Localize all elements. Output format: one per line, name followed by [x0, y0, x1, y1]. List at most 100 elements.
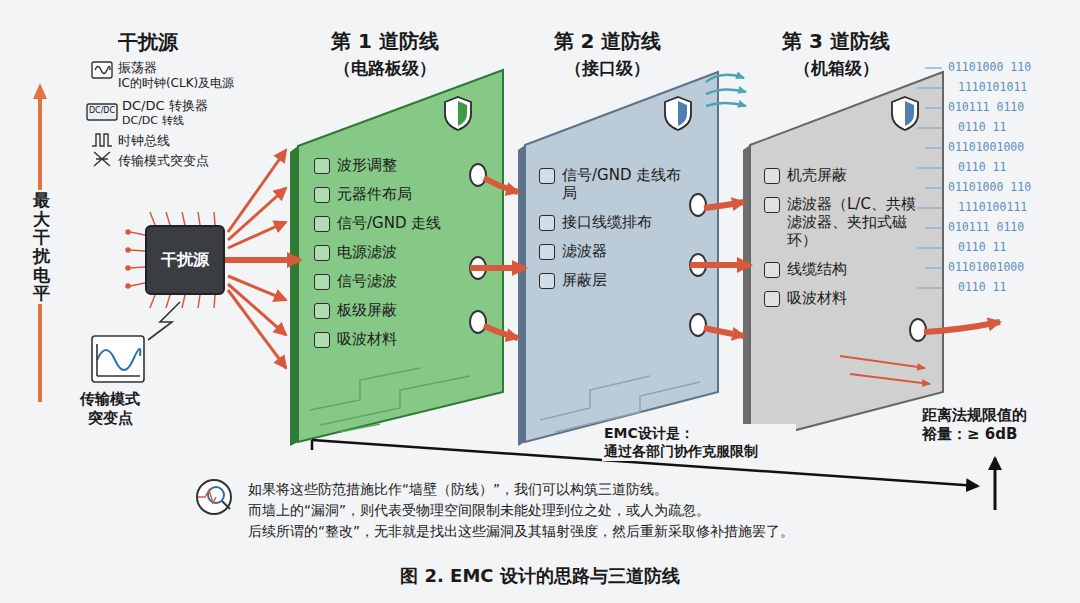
measure-item: 机壳屏蔽 [787, 166, 847, 184]
measure-row: 波形调整 [314, 156, 470, 174]
measure-icon [764, 262, 780, 278]
wall-heading: 第 1 道防线（电路板级） [300, 28, 470, 80]
measure-row: 吸波材料 [764, 289, 922, 307]
measure-icon [314, 274, 330, 290]
measure-row: 信号/GND 走线 [314, 214, 470, 232]
measure-icon [314, 332, 330, 348]
measure-item: 滤波器（L/C、共模滤波器、夹扣式磁环） [787, 195, 922, 249]
shield-icons [458, 101, 467, 126]
leak-arrows [704, 328, 744, 336]
margin-arrows [994, 458, 997, 510]
chip-pins [150, 212, 155, 225]
measure-list: 信号/GND 走线布局接口线缆排布滤波器屏蔽层 [539, 166, 690, 300]
measure-item: 波形调整 [337, 156, 397, 174]
source-item-note: IC的时钟(CLK)及电源 [118, 76, 234, 91]
shield-icons [445, 97, 471, 130]
leak-holes [470, 311, 486, 333]
magnifier-icon [197, 480, 231, 514]
measure-item: 信号/GND 走线布局 [562, 166, 690, 202]
source-list-icons [92, 62, 112, 78]
margin-label: 距离法规限值的 裕量：≥ 6dB [922, 406, 1044, 444]
data-stream-dashes [917, 247, 942, 249]
measure-row: 信号/GND 走线布局 [539, 166, 690, 202]
binary-stream: 01101000 110 [948, 60, 1031, 74]
chip-pins [166, 295, 170, 308]
leak-thin-arrows [850, 374, 930, 384]
chip-pins [214, 212, 215, 225]
binary-stream: 01101001000 [948, 260, 1024, 274]
magnifier-icon [198, 490, 216, 503]
bypass-arrows [706, 75, 746, 106]
measure-item: 接口线缆排布 [562, 213, 652, 231]
source-list-icons [92, 134, 112, 146]
chassis-wall [750, 72, 943, 442]
wave-icon [148, 302, 180, 340]
measure-icon [764, 168, 780, 184]
source-caption: 传输模式 突变点 [70, 390, 150, 428]
chip-pins [166, 212, 170, 225]
measure-item: 信号/GND 走线 [337, 214, 441, 232]
chip-pins [130, 232, 145, 235]
magnifier-icon [197, 480, 231, 514]
leak-arrows [484, 178, 1000, 338]
binary-stream: 0110 11 [958, 120, 1006, 134]
binary-stream: 010111 0110 [948, 220, 1024, 234]
explanation-line: 后续所谓的“整改”，无非就是找出这些漏洞及其辐射强度，然后重新采取修补措施罢了。 [248, 523, 794, 540]
figure-caption: 图 2. EMC 设计的思路与三道防线 [0, 565, 1080, 588]
measure-icon [764, 291, 780, 307]
board-wall [290, 146, 298, 446]
data-stream-dashes [925, 227, 942, 229]
leak-arrows [704, 202, 744, 208]
wave-icon [92, 336, 144, 382]
interference-fan-arrows [228, 188, 286, 240]
source-list-icons [87, 62, 117, 166]
data-stream-dashes [925, 147, 942, 149]
chip-pins [130, 267, 145, 268]
wave-icon [97, 344, 140, 376]
leak-thin-arrows [840, 356, 925, 368]
source-list-icons [95, 67, 110, 74]
measure-row: 电源滤波 [314, 243, 470, 261]
chassis-wall [743, 145, 750, 446]
interference-fan-arrows [228, 276, 286, 300]
source-item: 时钟总线 [118, 133, 170, 149]
bypass-arrows [706, 89, 746, 94]
leak-holes [470, 164, 926, 341]
leak-holes [690, 314, 706, 336]
design-note: EMC设计是： 通过各部门协作克服限制 [602, 424, 796, 461]
binary-stream: 1110100111 [958, 200, 1027, 214]
data-stream-dashes [917, 127, 942, 129]
data-stream-dashes [917, 68, 942, 288]
wall-subtitle: （机箱级） [750, 57, 922, 80]
chip-pins [126, 284, 130, 288]
measure-row: 滤波器 [539, 242, 690, 260]
measure-icon [314, 158, 330, 174]
leak-arrows [924, 322, 1000, 332]
measure-icon [539, 168, 555, 184]
wall-title: 第 3 道防线 [750, 28, 922, 55]
data-stream-dashes [925, 267, 942, 269]
chip-pins [198, 295, 200, 308]
measure-item: 滤波器 [562, 242, 607, 260]
chip-pins [198, 212, 200, 225]
margin-arrows [311, 440, 314, 450]
bypass-arrows [706, 103, 746, 106]
chip-pins [126, 230, 130, 234]
chip-label: 干扰源 [161, 250, 209, 271]
interference-fan-arrows [228, 290, 286, 368]
data-stream-dashes [917, 87, 942, 89]
binary-stream: 01101000 110 [948, 180, 1031, 194]
wall-subtitle: （电路板级） [300, 57, 470, 80]
board-level-wall: 第 1 道防线（电路板级）波形调整元器件布局信号/GND 走线电源滤波信号滤波板… [300, 28, 470, 440]
leak-arrows [484, 178, 518, 192]
measure-row: 线缆结构 [764, 260, 922, 278]
explanation-line: 而墙上的“漏洞”，则代表受物理空间限制未能处理到位之处，或人为疏忽。 [248, 502, 710, 519]
measure-item: 吸波材料 [337, 330, 397, 348]
leak-path-arrow [470, 265, 525, 271]
measure-item: 元器件布局 [337, 185, 412, 203]
chassis-wall [743, 72, 943, 446]
shield-icons [892, 97, 918, 130]
source-item-note: DC/DC 转线 [122, 114, 184, 128]
leak-holes [690, 194, 706, 216]
shield-icons [678, 101, 687, 126]
